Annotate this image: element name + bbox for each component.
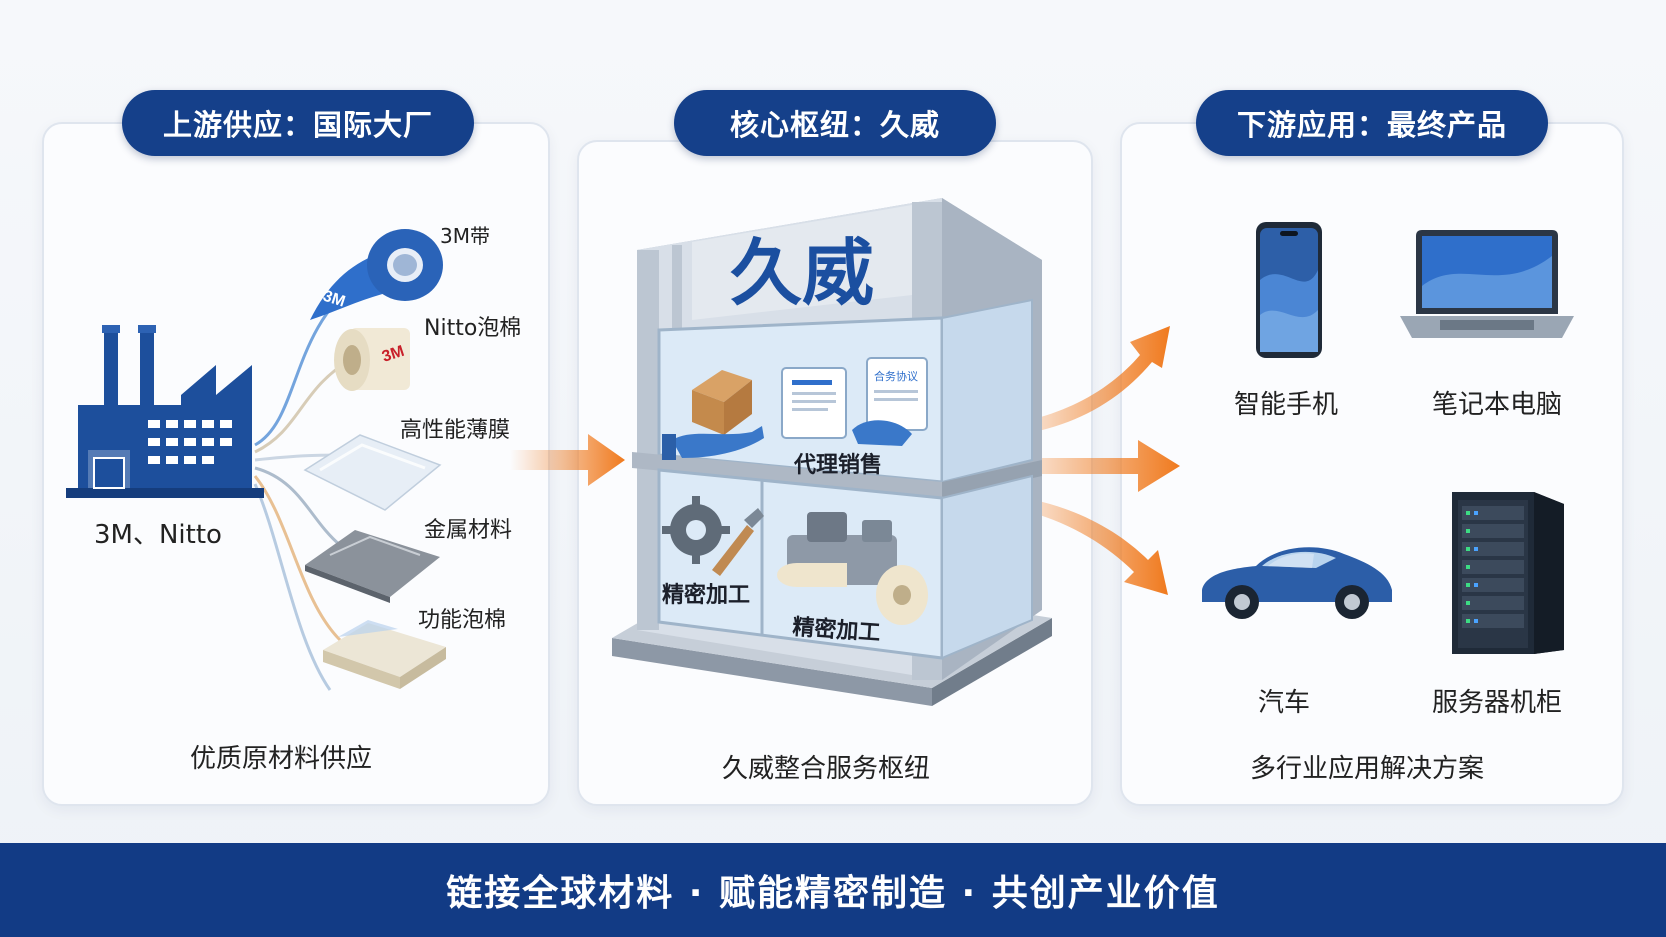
tape-logo-text: 3M xyxy=(321,288,347,311)
product-label-laptop: 笔记本电脑 xyxy=(1432,390,1563,420)
footer-banner: 链接全球材料 · 赋能精密制造 · 共创产业价值 xyxy=(0,843,1666,937)
material-label-metal: 金属材料 xyxy=(424,518,513,543)
smartphone-icon xyxy=(1256,222,1322,358)
factory-icon xyxy=(66,325,264,498)
upstream-header: 上游供应：国际大厂 xyxy=(122,90,474,156)
upstream-caption: 优质原材料供应 xyxy=(190,744,373,774)
car-icon xyxy=(1202,547,1392,619)
arrow-to-core xyxy=(510,434,625,486)
material-label-tape: 3M带 xyxy=(440,224,490,248)
material-label-func-foam: 功能泡棉 xyxy=(418,608,507,633)
foam-block-icon xyxy=(323,620,446,689)
building-sign-text: 久威 xyxy=(730,231,874,315)
material-label-film: 高性能薄膜 xyxy=(400,418,511,443)
laptop-icon xyxy=(1400,230,1574,338)
upper-room-label: 代理销售 xyxy=(793,452,882,478)
jiuwei-building: 久威 合务协议 代理销售 精密加工 xyxy=(612,198,1052,706)
product-label-server: 服务器机柜 xyxy=(1432,688,1563,718)
material-label-nitto-foam: Nitto泡棉 xyxy=(424,316,522,341)
doc-text: 合务协议 xyxy=(874,369,918,383)
arrows-to-products xyxy=(1030,326,1180,595)
foam-roll-icon: 3M xyxy=(334,328,410,391)
factory-label: 3M、Nitto xyxy=(94,520,222,550)
downstream-header: 下游应用：最终产品 xyxy=(1196,90,1548,156)
lower-left-label: 精密加工 xyxy=(662,582,750,608)
roll-logo-text: 3M xyxy=(380,343,406,366)
core-caption: 久威整合服务枢纽 xyxy=(722,754,931,784)
lower-right-label: 精密加工 xyxy=(792,614,882,646)
core-header: 核心枢纽：久威 xyxy=(674,90,996,156)
server-rack-icon xyxy=(1452,492,1564,654)
tape-roll-icon: 3M xyxy=(310,229,443,320)
metal-sheet-icon xyxy=(305,530,440,603)
film-sheet-icon xyxy=(303,434,442,511)
product-label-car: 汽车 xyxy=(1258,688,1311,718)
downstream-caption: 多行业应用解决方案 xyxy=(1250,754,1485,784)
product-label-smartphone: 智能手机 xyxy=(1234,390,1339,420)
